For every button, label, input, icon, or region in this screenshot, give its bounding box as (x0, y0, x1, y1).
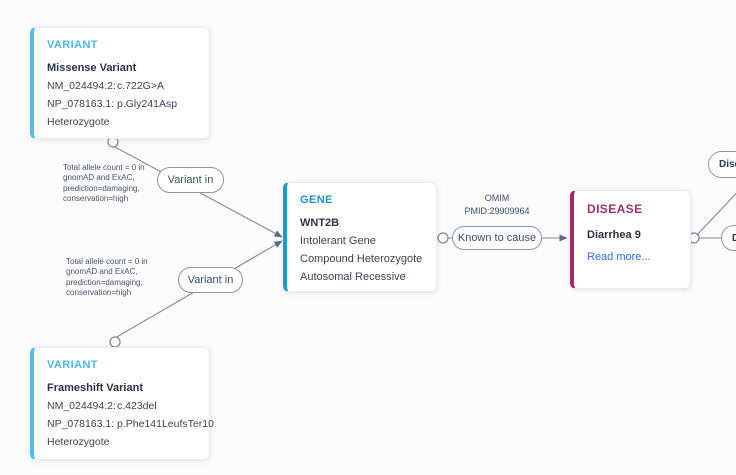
protein-row: NP_078163.1: p.Gly241Asp (47, 98, 199, 110)
annotation-variant-top: Total allele count = 0 in gnomAD and ExA… (63, 163, 145, 204)
gene-node[interactable]: GENE WNT2B Intolerant Gene Compound Hete… (283, 182, 437, 292)
edge-label-variant-in-bottom: Variant in (178, 267, 243, 293)
variant-node-frameshift[interactable]: VARIANT Frameshift Variant NM_024494.2: … (30, 347, 214, 460)
connector-gene (437, 232, 449, 244)
annotation-variant-bottom: Total allele count = 0 in gnomAD and ExA… (66, 257, 148, 298)
gene-attribute: Autosomal Recessive (300, 271, 406, 283)
cdna-change: c.722G>A (117, 80, 164, 92)
node-type-label: DISEASE (587, 202, 643, 216)
disease-node[interactable]: DISEASE Diarrhea 9 Read more... (570, 190, 691, 289)
cdna-change: c.423del (117, 400, 157, 412)
gene-attribute: Intolerant Gene (300, 235, 376, 247)
protein-id: NP_078163.1: (47, 418, 115, 430)
protein-change: p.Phe141LeufsTer10 (117, 418, 214, 430)
zygosity: Heterozygote (47, 436, 110, 448)
protein-id: NP_078163.1: (47, 98, 115, 110)
node-type-label: VARIANT (47, 39, 98, 51)
read-more-link[interactable]: Read more... (587, 251, 651, 263)
connector-variant-bottom (109, 336, 121, 348)
edge-label-known-to-cause: Known to cause (452, 226, 542, 250)
edge-disease-to-offscreen-top (696, 192, 736, 236)
disease-name: Diarrhea 9 (587, 229, 641, 241)
gene-symbol: WNT2B (300, 217, 340, 229)
transcript-id: NM_024494.2: (47, 400, 116, 412)
transcript-row: NM_024494.2: c.423del (47, 400, 199, 412)
edge-label-variant-in-top: Variant in (157, 167, 224, 193)
transcript-id: NM_024494.2: (47, 80, 116, 92)
protein-change: p.Gly241Asp (117, 98, 178, 110)
node-type-label: VARIANT (47, 359, 98, 371)
node-type-label: GENE (300, 194, 333, 206)
variant-node-missense[interactable]: VARIANT Missense Variant NM_024494.2: c.… (30, 27, 210, 139)
annotation-known-to-cause: OMIM PMID:29909964 (464, 193, 530, 216)
variant-title: Missense Variant (47, 62, 137, 74)
gene-attribute: Compound Heterozygote (300, 253, 423, 265)
protein-row: NP_078163.1: p.Phe141LeufsTer10 (47, 418, 214, 430)
edge-label-offscreen-top: Dise (708, 151, 736, 178)
variant-title: Frameshift Variant (47, 382, 143, 394)
transcript-row: NM_024494.2: c.722G>A (47, 80, 199, 92)
zygosity: Heterozygote (47, 116, 110, 128)
